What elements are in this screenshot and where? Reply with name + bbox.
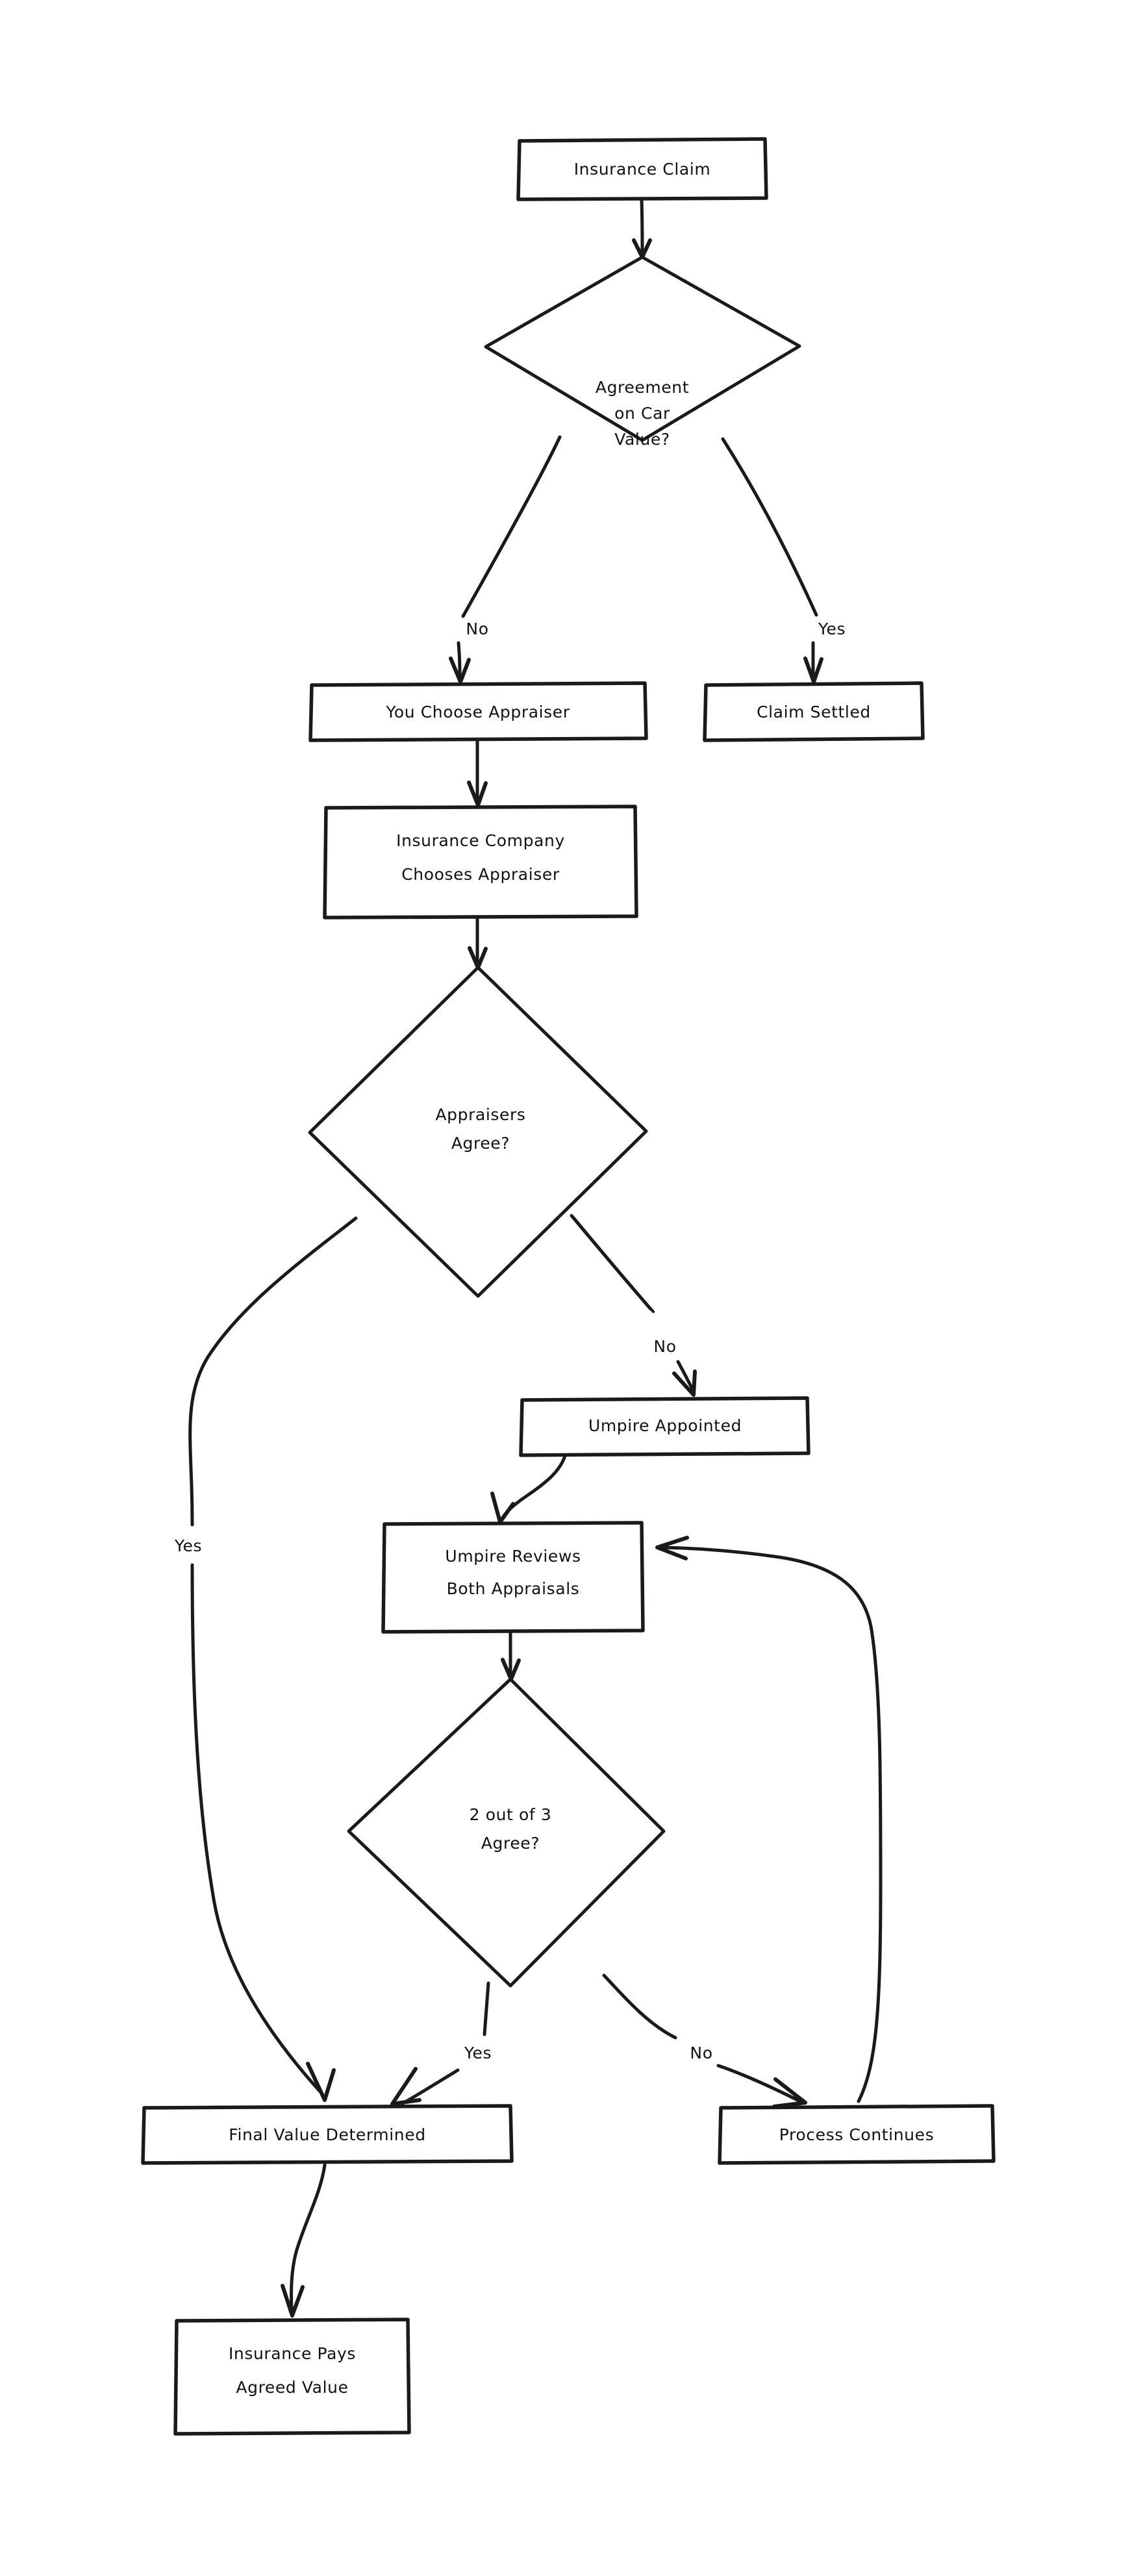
edge-final-to-pays [281, 2163, 327, 2318]
edge-agreement-no [449, 435, 562, 684]
node-label-twoofthree-line2: Agree? [481, 1834, 540, 1853]
node-label-umpire-reviews-line2: Both Appraisals [447, 1579, 580, 1598]
node-appraisers-agree[interactable]: Appraisers Agree? [308, 966, 648, 1298]
node-final-value-determined[interactable]: Final Value Determined [141, 2104, 514, 2165]
node-two-out-of-three-agree[interactable]: 2 out of 3 Agree? [347, 1677, 666, 1988]
edge-appraisers-no [570, 1214, 697, 1397]
edge-label-agreement-yes: Yes [818, 619, 846, 638]
node-label-insurance-pays-line2: Agreed Value [236, 2378, 348, 2397]
edge-agreement-yes [721, 437, 823, 684]
edge-twoofthree-yes [390, 1981, 490, 2108]
edge-you-to-company [467, 738, 488, 807]
node-umpire-reviews-both-appraisals[interactable]: Umpire Reviews Both Appraisals [381, 1521, 645, 1634]
edge-label-appraisers-no: No [653, 1337, 676, 1356]
edge-layer [188, 198, 883, 2318]
edge-label-twoofthree-no: No [690, 2044, 712, 2062]
node-label-agreement-line1: Agreement [596, 378, 689, 397]
node-label-agreement-line2: on Car [614, 404, 670, 423]
node-agreement-on-car-value[interactable]: Agreement on Car Value? [484, 255, 801, 449]
node-label-process-continues: Process Continues [779, 2125, 934, 2144]
node-label-company-line2: Chooses Appraiser [401, 865, 560, 884]
node-umpire-appointed[interactable]: Umpire Appointed [519, 1396, 810, 1457]
node-label-appraisers-line2: Agree? [451, 1134, 510, 1153]
edge-twoofthree-no [602, 1973, 807, 2108]
node-insurance-pays-agreed-value[interactable]: Insurance Pays Agreed Value [173, 2318, 411, 2436]
edge-label-appraisers-yes: Yes [174, 1536, 202, 1555]
node-label-umpire-reviews-line1: Umpire Reviews [445, 1547, 581, 1566]
node-label-insurance-claim: Insurance Claim [574, 160, 711, 179]
edge-claim-to-agreement [632, 198, 652, 259]
node-label-claim-settled: Claim Settled [757, 703, 871, 721]
node-label-twoofthree-line1: 2 out of 3 [470, 1805, 552, 1824]
node-label-agreement-line3: Value? [614, 430, 670, 449]
node-claim-settled[interactable]: Claim Settled [703, 681, 925, 742]
edge-company-to-appraisers [468, 915, 488, 969]
node-label-appraisers-line1: Appraisers [435, 1105, 525, 1124]
edge-label-agreement-no: No [466, 619, 488, 638]
edge-label-layer: No Yes No Yes Yes No [174, 619, 846, 2062]
node-process-continues[interactable]: Process Continues [718, 2104, 996, 2165]
node-you-choose-appraiser[interactable]: You Choose Appraiser [308, 681, 648, 742]
node-label-umpire-appointed: Umpire Appointed [588, 1416, 742, 1435]
node-label-final-value-determined: Final Value Determined [229, 2125, 425, 2144]
edge-reviews-to-twoofthree [501, 1629, 521, 1681]
node-insurance-claim[interactable]: Insurance Claim [516, 137, 768, 201]
edge-process-feedback-loop [655, 1536, 883, 2103]
edge-label-twoofthree-yes: Yes [464, 2044, 492, 2062]
node-insurance-company-chooses-appraiser[interactable]: Insurance Company Chooses Appraiser [323, 805, 638, 919]
edge-umpire-appointed-to-reviews [490, 1454, 567, 1524]
node-label-company-line1: Insurance Company [396, 831, 565, 850]
node-label-you-choose-appraiser: You Choose Appraiser [385, 703, 570, 721]
node-label-insurance-pays-line1: Insurance Pays [229, 2344, 356, 2363]
edge-appraisers-yes [188, 1216, 358, 2102]
